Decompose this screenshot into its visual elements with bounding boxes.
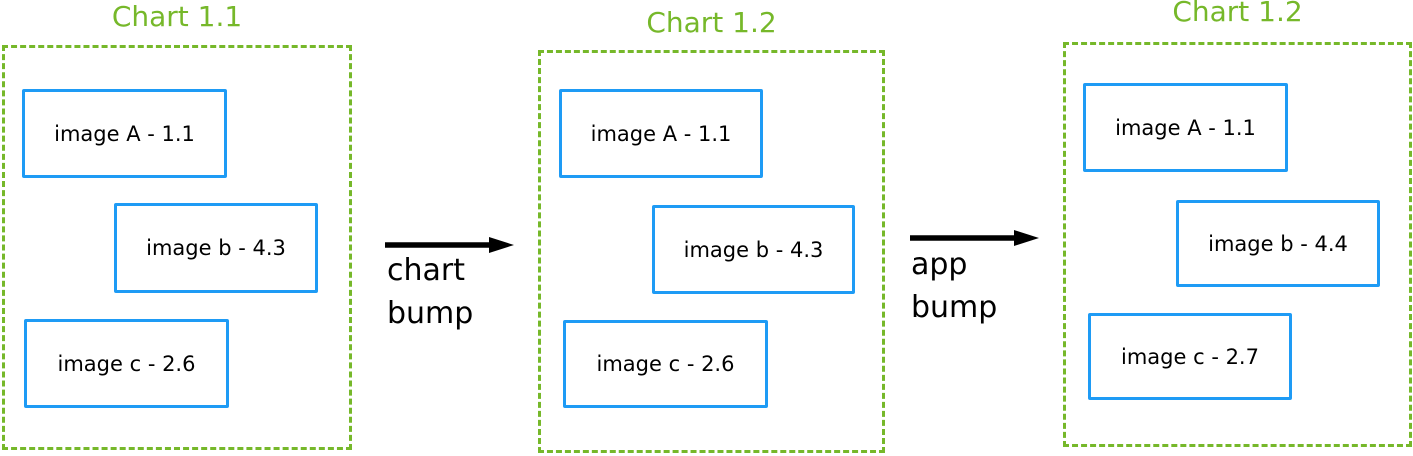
image-box-label: image c - 2.6 — [57, 351, 196, 376]
image-box-label: image b - 4.3 — [146, 236, 286, 260]
image-box: image A - 1.1 — [1083, 83, 1288, 172]
image-box: image b - 4.4 — [1176, 200, 1380, 287]
chart-panel-1: image A - 1.1 image b - 4.3 image c - 2.… — [2, 45, 352, 450]
image-box-label: image A - 1.1 — [1115, 115, 1256, 140]
image-box-label: image b - 4.3 — [683, 237, 824, 262]
chart-1-2-middle-title: Chart 1.2 — [646, 6, 777, 39]
image-box: image b - 4.3 — [114, 203, 318, 293]
image-box: image c - 2.7 — [1088, 313, 1292, 400]
arrow-right-icon — [385, 236, 515, 254]
image-box-label: image A - 1.1 — [590, 121, 732, 146]
chart-bump-label: chart bump — [387, 249, 473, 335]
chart-bump-label-line1: chart — [387, 253, 465, 288]
image-box: image A - 1.1 — [22, 89, 227, 178]
chart-panel-3: image A - 1.1 image b - 4.4 image c - 2.… — [1063, 42, 1412, 447]
image-box: image c - 2.6 — [24, 319, 229, 408]
chart-panel-2: image A - 1.1 image b - 4.3 image c - 2.… — [538, 50, 885, 453]
chart-bump-label-line2: bump — [387, 296, 474, 331]
app-bump-label: app bump — [911, 243, 997, 329]
image-box-label: image b - 4.4 — [1208, 231, 1348, 256]
image-box-label: image A - 1.1 — [54, 121, 195, 146]
app-bump-label-line1: app — [911, 247, 968, 282]
chart-1-2-right-title: Chart 1.2 — [1172, 0, 1303, 28]
image-box-label: image c - 2.6 — [596, 352, 735, 376]
arrow-right-icon — [910, 229, 1040, 247]
image-box: image A - 1.1 — [559, 89, 763, 178]
image-box: image b - 4.3 — [652, 205, 855, 294]
image-box: image c - 2.6 — [563, 320, 768, 408]
chart-1-1-title: Chart 1.1 — [111, 0, 243, 33]
app-bump-label-line2: bump — [911, 290, 998, 325]
image-box-label: image c - 2.7 — [1121, 344, 1259, 369]
